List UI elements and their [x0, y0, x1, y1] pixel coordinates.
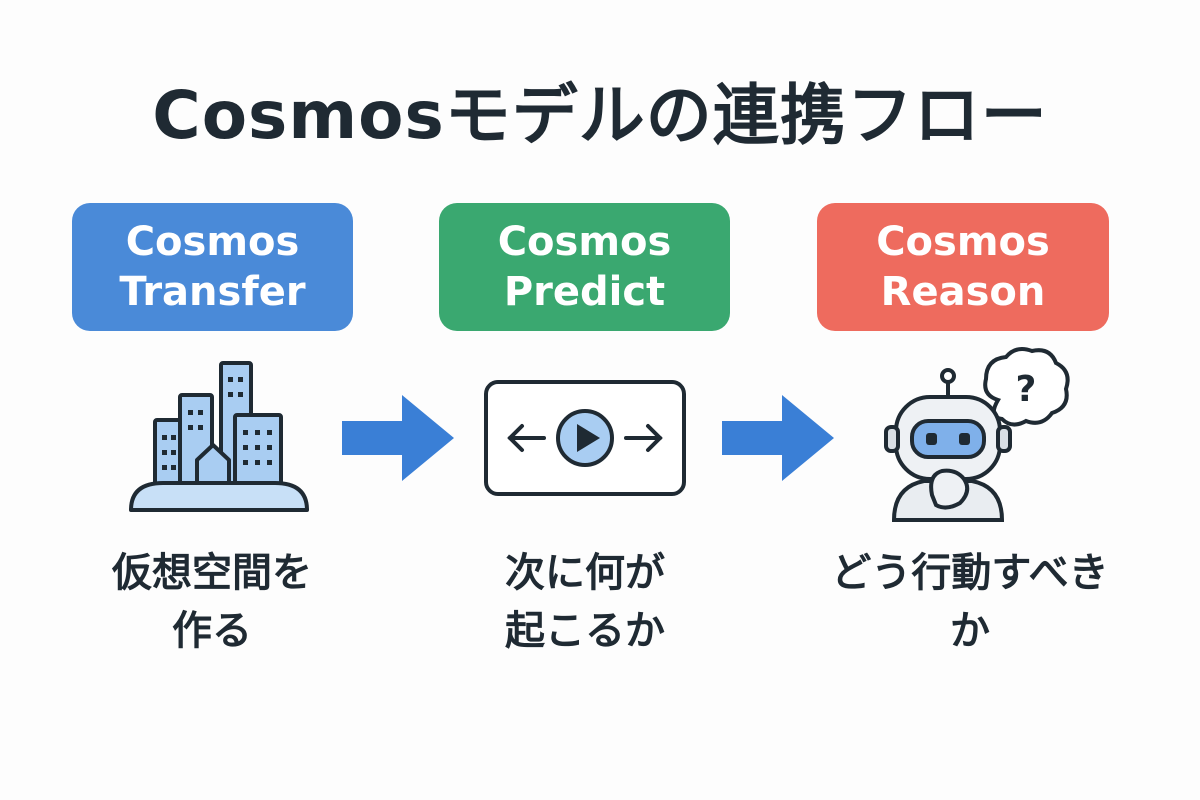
flow-arrow-2 — [722, 395, 834, 481]
diagram-title: Cosmosモデルの連携フロー — [152, 77, 1048, 154]
badge-cosmos-predict: Cosmos Predict — [439, 203, 730, 331]
caption-line2: 起こるか — [505, 608, 665, 654]
video-play-icon — [484, 380, 686, 496]
badge-line1: Cosmos — [497, 219, 672, 265]
caption-step-1: 仮想空間を 作る — [82, 544, 342, 660]
caption-step-3: どう行動すべき か — [800, 544, 1140, 660]
caption-step-2: 次に何が 起こるか — [455, 544, 715, 660]
caption-line1: 仮想空間を — [112, 550, 312, 596]
caption-line1: 次に何が — [505, 550, 665, 596]
badge-line2: Predict — [503, 269, 666, 315]
thought-question-mark: ? — [1016, 369, 1037, 410]
flow-arrow-1 — [342, 395, 454, 481]
caption-line1: どう行動すべき — [831, 550, 1109, 596]
badge-cosmos-transfer: Cosmos Transfer — [72, 203, 353, 331]
caption-line2: 作る — [172, 608, 252, 654]
badge-line2: Reason — [880, 269, 1046, 315]
badge-line1: Cosmos — [876, 219, 1050, 265]
badge-line1: Cosmos — [125, 219, 300, 265]
thinking-robot-icon: ? — [884, 347, 1070, 522]
badge-line2: Transfer — [119, 269, 306, 315]
caption-line2: か — [950, 608, 990, 654]
badge-cosmos-reason: Cosmos Reason — [817, 203, 1109, 331]
city-buildings-icon — [129, 361, 309, 512]
